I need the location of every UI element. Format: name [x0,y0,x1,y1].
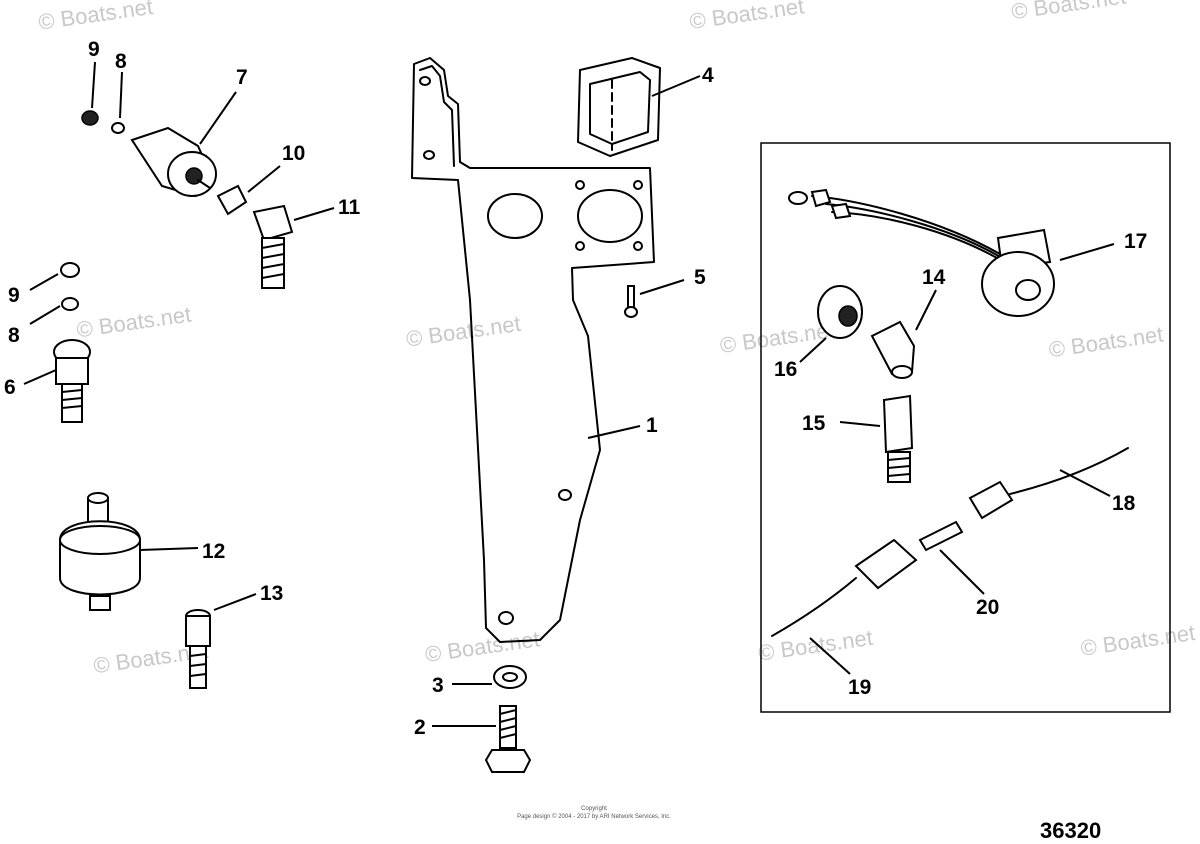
washer-part-8-mid [61,297,79,311]
copyright-line: Copyright [581,806,607,812]
callout-9: 9 [8,284,20,307]
connector-part-19 [771,538,918,637]
washer-part-3 [493,665,527,689]
figure-number: 36320 [1040,818,1101,843]
callout-1: 1 [646,414,658,437]
leader-lines [23,61,1115,727]
elbow-part-14 [870,320,916,379]
sender-part-7 [130,126,217,198]
callout-18: 18 [1112,492,1136,515]
bolt-part-2 [484,705,532,773]
callout-3: 3 [432,674,444,697]
fuse-part-20 [918,520,964,552]
watermark: © Boats.net [1047,322,1165,363]
sender-part-16 [817,285,863,339]
cap-part-4 [577,57,661,157]
watermark: © Boats.net [718,317,836,358]
bracket-part-1 [411,57,655,643]
callout-6: 6 [4,376,16,399]
callout-11: 11 [338,196,361,219]
callout-4: 4 [702,64,714,87]
nut-part-9-top [81,110,99,126]
callout-8: 8 [8,324,20,347]
kit-box [760,142,1171,713]
switch-part-6 [53,339,91,423]
watermark: © Boats.net [404,311,522,352]
adapter-part-11 [252,204,294,289]
callout-7: 7 [236,66,248,89]
callout-9: 9 [88,38,100,61]
callout-2: 2 [414,716,426,739]
fitting-part-13 [185,609,211,689]
watermark: © Boats.net [688,0,806,34]
callout-19: 19 [848,676,871,699]
callout-17: 17 [1124,230,1147,253]
callout-13: 13 [260,582,283,605]
callout-16: 16 [774,358,797,381]
watermarks: © Boats.net © Boats.net © Boats.net © Bo… [37,0,1197,678]
callout-10: 10 [282,142,305,165]
watermark: © Boats.net [757,625,875,666]
callout-8: 8 [115,50,127,73]
adapter-part-15 [882,394,914,483]
watermark: © Boats.net [75,302,193,343]
callout-20: 20 [976,596,999,619]
callout-12: 12 [202,540,225,563]
callout-5: 5 [694,266,706,289]
callout-14: 14 [922,266,946,289]
watermark: © Boats.net [37,0,155,35]
callouts: 9 8 7 10 11 9 8 6 12 13 4 5 1 3 2 17 14 … [4,38,1147,739]
copyright-line: Page design © 2004 - 2017 by ARI Network… [517,813,671,820]
watermark: © Boats.net [1010,0,1128,24]
sensor-part-12 [59,492,141,611]
screw-part-5 [624,285,638,318]
fitting-part-10 [216,184,248,216]
watermark: © Boats.net [424,626,542,667]
watermark: © Boats.net [1079,620,1197,661]
sensor-part-17 [788,188,1055,317]
nut-part-9-mid [60,262,80,278]
washer-part-8-top [111,122,125,134]
callout-15: 15 [802,412,826,435]
connector-part-18 [968,447,1129,520]
